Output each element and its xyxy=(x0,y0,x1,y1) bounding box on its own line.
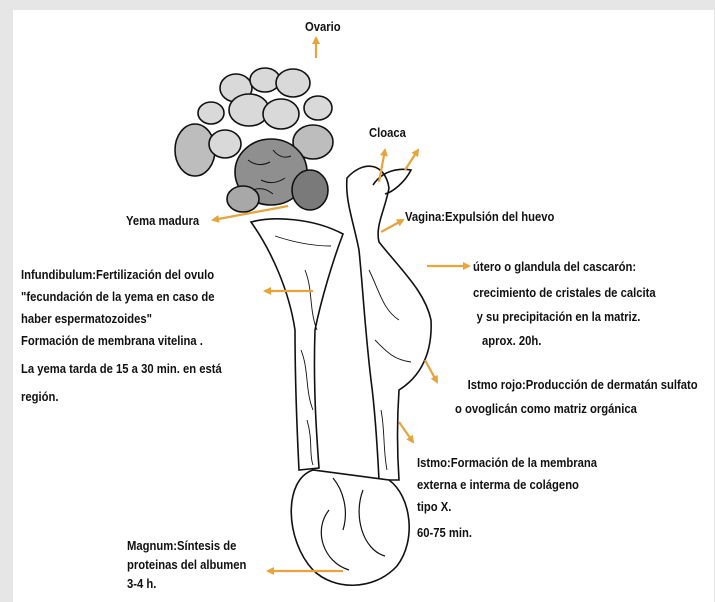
label-vagina: Vagina:Expulsión del huevo xyxy=(405,206,554,228)
label-cloaca: Cloaca xyxy=(369,122,406,144)
ovary-follicle xyxy=(198,102,224,124)
arrow-vagina xyxy=(381,220,403,232)
istmo-line: externa e interma de colágeno xyxy=(417,474,597,496)
arrow-istmo xyxy=(399,422,413,442)
infundibulum-line: "fecundación de la yema en caso de xyxy=(21,286,222,308)
ovary-follicle xyxy=(263,99,299,129)
ovary-follicle xyxy=(209,130,241,158)
ovary-follicle xyxy=(276,69,310,97)
label-istmo: Istmo:Formación de la membrana externa e… xyxy=(417,452,597,544)
diagram-panel: Ovario Cloaca Yema madura Vagina:Expulsi… xyxy=(13,10,714,602)
arrow-istmo-rojo xyxy=(425,360,437,382)
istmo-line: tipo X. xyxy=(417,496,597,518)
utero-line: crecimiento de cristales de calcita xyxy=(473,282,656,304)
infundibulum-line: Formación de membrana vitelina . xyxy=(21,330,222,352)
infundibulum-magnum-tube xyxy=(251,219,343,470)
istmo-line: 60-75 min. xyxy=(417,522,597,544)
ovary-follicle xyxy=(292,170,328,210)
infundibulum-line: región. xyxy=(21,386,222,408)
ovary-follicle xyxy=(175,124,215,176)
infundibulum-line: Infundibulum:Fertilización del ovulo xyxy=(21,264,222,286)
istmo-rojo-line: o ovoglicán como matriz orgánica xyxy=(455,398,698,420)
label-istmo-rojo: Istmo rojo:Producción de dermatán sulfat… xyxy=(455,374,698,420)
label-ovario: Ovario xyxy=(305,16,341,38)
label-yema-madura: Yema madura xyxy=(126,210,199,232)
ovary-follicle xyxy=(304,96,332,120)
ovary-follicle xyxy=(250,68,280,92)
magnum-coil xyxy=(291,470,409,585)
istmo-rojo-line: Istmo rojo:Producción de dermatán sulfat… xyxy=(455,374,698,396)
label-magnum: Magnum:Síntesis de proteinas del albumen… xyxy=(127,537,246,594)
utero-line: aprox. 20h. xyxy=(473,330,656,352)
magnum-line: 3-4 h. xyxy=(127,575,246,594)
label-utero: útero o glandula del cascarón: crecimien… xyxy=(473,256,656,352)
magnum-line: Magnum:Síntesis de xyxy=(127,537,246,556)
utero-line: útero o glandula del cascarón: xyxy=(473,256,656,278)
istmo-line: Istmo:Formación de la membrana xyxy=(417,452,597,474)
infundibulum-line: La yema tarda de 15 a 30 min. en está xyxy=(21,358,222,380)
utero-line: y su precipitación en la matriz. xyxy=(473,306,656,328)
arrow-cloaca-right xyxy=(405,150,418,170)
infundibulum-line: haber espermatozoides" xyxy=(21,308,222,330)
oviduct-drawing xyxy=(251,166,431,585)
magnum-line: proteinas del albumen xyxy=(127,556,246,575)
label-infundibulum: Infundibulum:Fertilización del ovulo "fe… xyxy=(21,264,222,408)
ovary-drawing xyxy=(175,68,333,212)
